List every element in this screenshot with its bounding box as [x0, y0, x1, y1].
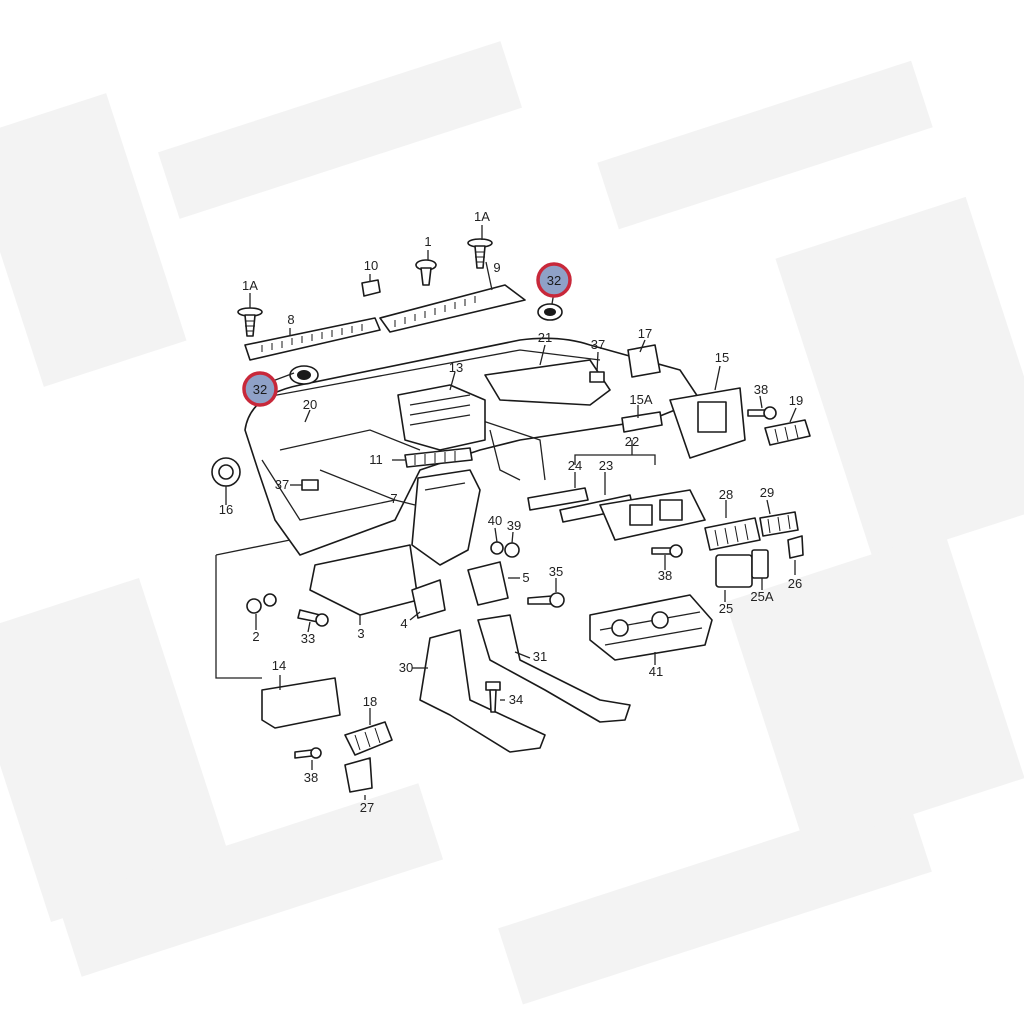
screw-38-middle [651, 544, 683, 558]
part-labels: 1A 1A 1 10 9 8 13 21 17 37 15 15A 38 19 … [219, 209, 803, 815]
label-34: 34 [509, 692, 523, 707]
glovebox-14 [261, 677, 341, 729]
label-26: 26 [788, 576, 802, 591]
watermark-stripes [0, 41, 1024, 1005]
lower-trim-3 [309, 544, 419, 616]
washer-40 [490, 541, 504, 555]
screw-33 [297, 609, 329, 627]
label-37-right: 37 [591, 337, 605, 352]
label-23: 23 [599, 458, 613, 473]
label-40: 40 [488, 513, 502, 528]
trim-strip-24 [527, 487, 589, 511]
instrument-cluster-bezel [669, 387, 746, 459]
label-1A-left: 1A [242, 278, 258, 293]
label-37-left: 37 [275, 477, 289, 492]
label-29: 29 [760, 485, 774, 500]
label-21: 21 [538, 330, 552, 345]
label-5: 5 [522, 570, 529, 585]
round-vent-32-right [537, 303, 563, 321]
cap-27 [344, 757, 373, 793]
label-7: 7 [390, 491, 397, 506]
duct-piece-5 [467, 561, 509, 606]
console-duct-7 [411, 469, 481, 566]
bolt-34 [485, 681, 501, 713]
label-31: 31 [533, 649, 547, 664]
switch-panel-25A [751, 549, 769, 579]
label-28: 28 [719, 487, 733, 502]
label-38-middle: 38 [658, 568, 672, 583]
label-16: 16 [219, 502, 233, 517]
label-18: 18 [363, 694, 377, 709]
label-33: 33 [301, 631, 315, 646]
defroster-strip-left [244, 317, 381, 361]
label-20: 20 [303, 397, 317, 412]
label-39: 39 [507, 518, 521, 533]
svg-text:32: 32 [253, 382, 267, 397]
label-8: 8 [287, 312, 294, 327]
label-11: 11 [369, 452, 383, 467]
screw-38-bottom [294, 747, 322, 759]
leader-lines [215, 225, 797, 800]
vent-18 [344, 721, 393, 756]
label-15A: 15A [629, 392, 652, 407]
vent-29 [759, 511, 799, 537]
clip-37-left [301, 479, 319, 491]
label-27: 27 [360, 800, 374, 815]
label-41: 41 [649, 664, 663, 679]
screw-1A-left [237, 307, 263, 337]
floor-duct-31 [477, 614, 631, 723]
label-3: 3 [357, 626, 364, 641]
label-38-bottom: 38 [304, 770, 318, 785]
cap-26 [787, 535, 804, 559]
defroster-strip-right [379, 284, 526, 333]
side-vent-19 [764, 419, 811, 446]
vent-28 [704, 517, 761, 551]
clip-10 [361, 279, 381, 297]
label-22: 22 [625, 434, 639, 449]
highlight-callout-32-right[interactable]: 32 [536, 262, 572, 298]
label-30: 30 [399, 660, 413, 675]
air-duct-21 [484, 359, 611, 406]
label-17: 17 [638, 326, 652, 341]
label-2: 2 [252, 629, 259, 644]
label-25: 25 [719, 601, 733, 616]
screw-38-right [747, 406, 777, 420]
label-10: 10 [364, 258, 378, 273]
label-38-right: 38 [754, 382, 768, 397]
label-13: 13 [449, 360, 463, 375]
label-1: 1 [424, 234, 431, 249]
round-vent-32-left [289, 365, 319, 385]
clip-2 [246, 593, 277, 614]
floor-duct-30 [419, 629, 546, 753]
label-1A-right: 1A [474, 209, 490, 224]
heater-control-41 [589, 594, 713, 661]
nut-39 [504, 542, 520, 558]
switch-panel-25 [715, 554, 753, 588]
label-35: 35 [549, 564, 563, 579]
label-4: 4 [400, 616, 407, 631]
svg-text:32: 32 [547, 273, 561, 288]
label-14: 14 [272, 658, 286, 673]
fastener-1 [415, 259, 437, 286]
label-19: 19 [789, 393, 803, 408]
label-24: 24 [568, 458, 582, 473]
screw-35 [527, 592, 565, 608]
clip-15A [621, 411, 663, 433]
center-vent-frame [599, 489, 706, 541]
clip-37-right [589, 371, 605, 383]
highlight-callout-32-left[interactable]: 32 [242, 371, 278, 407]
label-9: 9 [493, 260, 500, 275]
center-vent-housing [397, 384, 486, 468]
label-15: 15 [715, 350, 729, 365]
round-vent-16 [211, 457, 241, 487]
duct-piece-4 [411, 579, 446, 619]
label-25A: 25A [750, 589, 773, 604]
vent-bracket-17 [627, 344, 661, 378]
screw-1A-right [467, 238, 493, 269]
